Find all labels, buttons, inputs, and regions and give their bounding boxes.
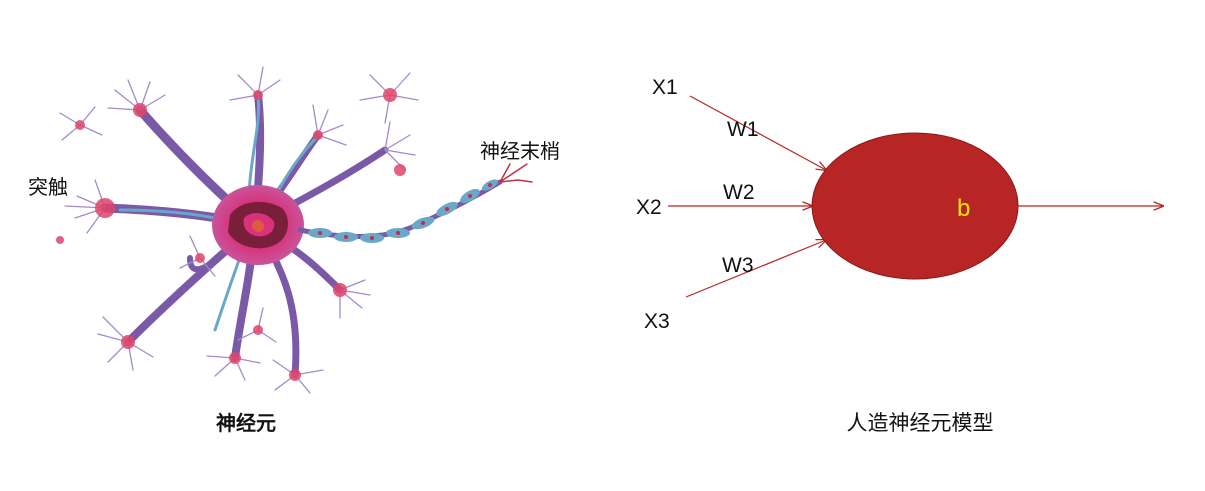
input-arrow-1 — [689, 95, 826, 170]
neuron-body — [811, 132, 1019, 280]
weight-w2-label: W2 — [723, 181, 755, 204]
input-x1-label: X1 — [652, 76, 678, 99]
dendrite-branches — [59, 66, 419, 394]
biological-neuron-illustration: 突触 神经末梢 神经元 — [28, 66, 560, 435]
input-x2-label: X2 — [636, 196, 662, 219]
myelin-sheath — [308, 179, 499, 243]
synapse-label: 突触 — [28, 175, 68, 199]
weight-w3-label: W3 — [722, 254, 754, 277]
neuron-caption: 神经元 — [216, 411, 276, 435]
input-arrows — [668, 95, 826, 298]
model-caption: 人造神经元模型 — [847, 411, 994, 435]
soma — [212, 185, 304, 265]
input-arrow-3 — [685, 240, 826, 298]
input-x3-label: X3 — [644, 310, 670, 333]
dendrite-tips — [56, 88, 406, 381]
bias-label: b — [957, 195, 970, 222]
artificial-neuron-model: b X1 X2 X3 W1 W2 W3 人造神经元模型 — [636, 76, 1163, 435]
weight-w1-label: W1 — [727, 118, 759, 141]
axon-terminal-label: 神经末梢 — [480, 139, 560, 163]
